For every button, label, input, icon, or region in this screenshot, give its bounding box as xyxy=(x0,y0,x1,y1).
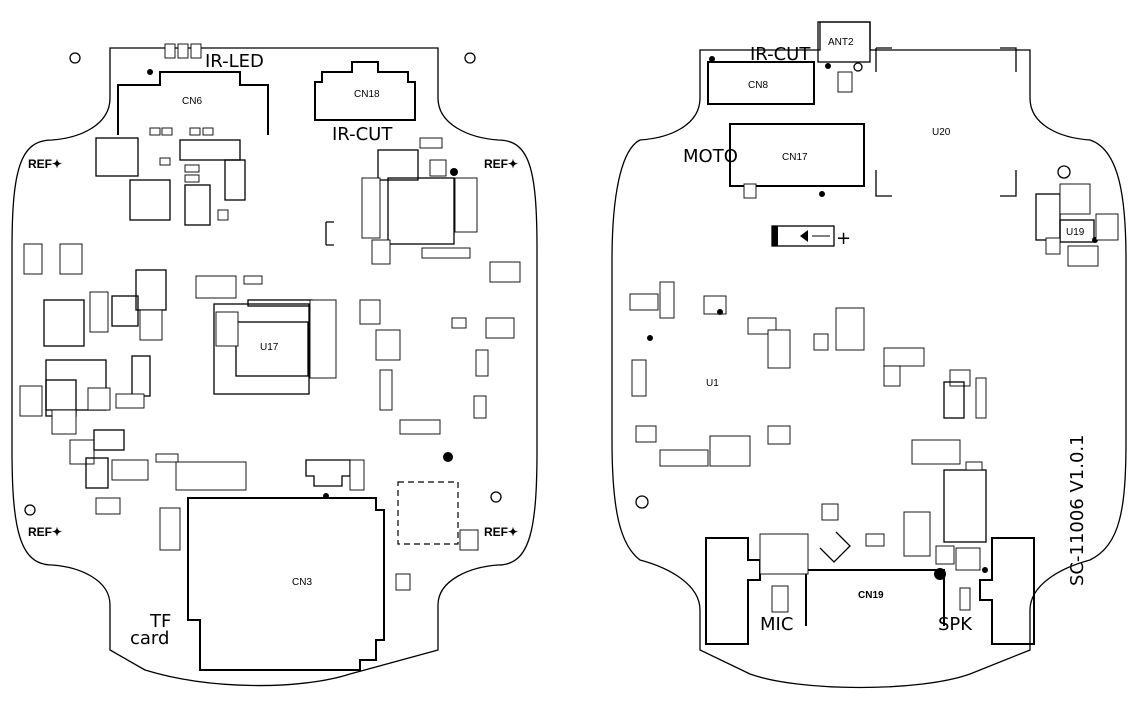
cn18-outline xyxy=(314,61,416,121)
ref-mark: REF✦ xyxy=(28,157,62,171)
cn3-label: CN3 xyxy=(292,577,312,588)
cn8-outline xyxy=(707,61,815,105)
cn6-outline xyxy=(117,71,269,135)
moto-label: MOTO xyxy=(683,146,738,167)
card-label: card xyxy=(130,628,169,649)
right-board-outline xyxy=(611,21,1127,689)
svg-text:+: + xyxy=(836,228,851,249)
ir-led-label: IR-LED xyxy=(205,51,264,72)
spk-label: SPK xyxy=(938,614,973,635)
ref-mark: REF✦ xyxy=(484,525,518,539)
cn3-outline xyxy=(187,497,385,671)
mount-hole xyxy=(24,504,36,516)
cn8-label: CN8 xyxy=(748,80,768,91)
ir-cut-label-left: IR-CUT xyxy=(332,124,393,145)
ref-mark: REF✦ xyxy=(484,157,518,171)
mount-hole xyxy=(490,491,502,503)
mount-hole xyxy=(635,495,649,509)
u20-label: U20 xyxy=(932,127,951,138)
cn19-label: CN19 xyxy=(858,590,884,601)
u19-label: U19 xyxy=(1066,227,1085,238)
cn17-label: CN17 xyxy=(782,152,808,163)
ref-mark: REF✦ xyxy=(28,525,62,539)
ant2-outline xyxy=(817,21,871,63)
left-board-outline xyxy=(11,47,538,687)
mount-hole xyxy=(1057,165,1071,179)
left-board: CN6 IR-LED CN18 IR-CUT REF✦ REF✦ REF✦ RE… xyxy=(11,43,538,687)
cn19-outline xyxy=(805,569,945,626)
mic-label: MIC xyxy=(760,614,793,635)
ir-cut-label-right: IR-CUT xyxy=(750,44,811,65)
cn17-outline xyxy=(729,123,865,187)
mount-hole xyxy=(464,52,476,64)
u15-outline xyxy=(943,469,987,543)
cn6-label: CN6 xyxy=(182,96,202,107)
ant2-label: ANT2 xyxy=(828,37,854,48)
u17-label: U17 xyxy=(260,342,279,353)
u17-outline xyxy=(213,303,310,395)
right-board: ANT2 IR-CUT CN8 CN17 MOTO U20 U19 + xyxy=(611,21,1127,689)
soc-u16 xyxy=(387,177,455,245)
mount-hole xyxy=(69,52,81,64)
board-version: SC-11006 V1.0.1 xyxy=(1067,434,1088,586)
tf-label: TF xyxy=(149,611,171,632)
u1-label: U1 xyxy=(706,378,719,389)
cn18-label: CN18 xyxy=(354,89,380,100)
u10-outline xyxy=(397,481,459,545)
u20-outline xyxy=(875,47,1017,197)
